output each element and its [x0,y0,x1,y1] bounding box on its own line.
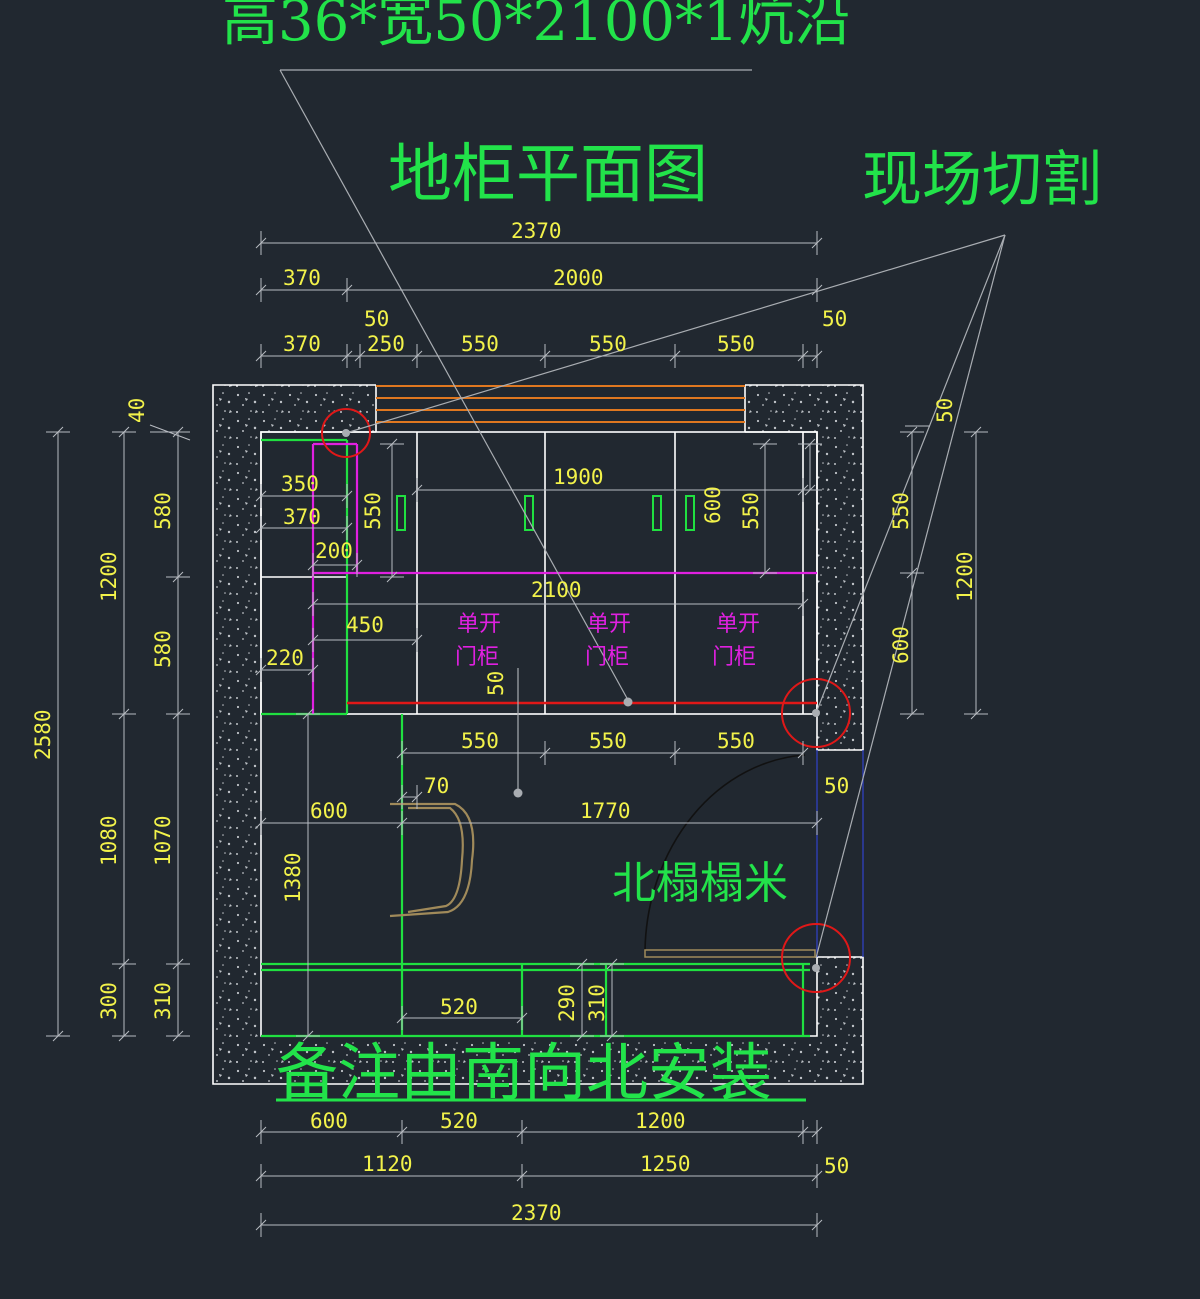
cabinet-label-3: 单开 [716,612,760,637]
dim-bot-1120: 1120 [362,1152,413,1176]
install-note-label: 备注由南向北安装 [276,1036,772,1109]
dim-low-290: 290 [555,984,579,1022]
cabinet-label-1b: 门柜 [455,645,499,670]
dim-in-2100: 2100 [531,578,582,602]
dim-in-370: 370 [283,505,321,529]
leader-lines [279,69,1006,959]
dim-left-a3: 300 [97,982,121,1020]
dim-mid-550a: 550 [461,729,499,753]
dim-low-310: 310 [585,984,609,1022]
dim-top-d2: 250 [367,332,405,356]
dim-mid-550b: 550 [589,729,627,753]
dim-left-b3: 1070 [151,815,175,866]
dim-left-a2: 1080 [97,815,121,866]
dim-left-small: 40 [125,398,149,423]
dim-bot-600: 600 [310,1109,348,1133]
door-jamb [816,750,864,957]
dim-top-d3: 550 [461,332,499,356]
dim-bot-total: 2370 [511,1201,562,1225]
cabinet-label-3b: 门柜 [712,645,756,670]
dim-in-450: 450 [346,613,384,637]
chair-symbol [389,802,475,918]
dim-mid-600: 600 [310,799,348,823]
cabinet-label-1: 单开 [457,612,501,637]
dim-left-b2: 580 [151,630,175,668]
dim-in-550v: 550 [361,492,385,530]
dim-low-520: 520 [440,995,478,1019]
dim-top-c2: 50 [822,307,847,331]
dimension-lines [46,231,988,1237]
dim-left-b1: 580 [151,492,175,530]
plan-title: 地柜平面图 [388,138,708,212]
dim-mid-50: 50 [824,774,849,798]
door-swing-arc [644,754,806,951]
dim-in-200: 200 [315,539,353,563]
dim-right-small: 50 [933,398,957,423]
dim-mid-1380: 1380 [281,852,305,903]
dim-bot-1200: 1200 [635,1109,686,1133]
dim-right-a1: 550 [889,492,913,530]
cut-note-label: 现场切割 [862,145,1102,215]
window [376,385,745,423]
cut-markers [321,408,851,993]
dim-top-a: 370 [283,266,321,290]
dim-left-b4: 310 [151,982,175,1020]
dim-mid-1770: 1770 [580,799,631,823]
dim-right-a2: 600 [889,626,913,664]
cabinet-green-lines [261,438,810,1038]
dim-left-a1: 1200 [97,551,121,602]
dim-in-350: 350 [281,472,319,496]
dim-top-b: 2000 [553,266,604,290]
door-leaf [644,949,816,958]
dim-top-d5: 550 [717,332,755,356]
cabinet-label-2: 单开 [587,612,631,637]
dim-in-600v: 600 [701,486,725,524]
dim-top-c1: 50 [364,307,389,331]
leader-dots [342,429,820,972]
dim-bot-1250: 1250 [640,1152,691,1176]
dim-mid-70: 70 [424,774,449,798]
dim-top-d1: 370 [283,332,321,356]
dim-mid-550c: 550 [717,729,755,753]
dim-in-550v2: 550 [739,492,763,530]
dim-top-d4: 550 [589,332,627,356]
dim-in-220: 220 [266,646,304,670]
dim-bot-50: 50 [824,1154,849,1178]
dim-bot-520: 520 [440,1109,478,1133]
dim-in-50v: 50 [484,671,508,696]
dim-left-total: 2580 [31,709,55,760]
dim-top-total: 2370 [511,219,562,243]
tatami-label: 北榻榻米 [612,858,788,909]
dim-right-b: 1200 [953,551,977,602]
cabinet-label-2b: 门柜 [585,645,629,670]
dim-in-1900: 1900 [553,465,604,489]
top-note-label: 高36*宽50*2100*1炕沿 [222,0,851,54]
